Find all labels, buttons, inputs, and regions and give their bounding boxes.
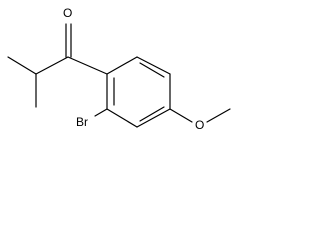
ring-bond-c2-c3 [106,108,138,128]
ring-inner-double-bottom [139,106,165,122]
ring-bond-c6-c1 [106,56,138,75]
bond-methyl-upper [7,56,37,75]
bromine-label: Br [76,115,88,129]
ring-inner-double-top [139,62,165,78]
ring-bond-c5-c6 [136,56,171,75]
bond-ring-to-bromine [94,108,108,117]
bond-ring-to-methoxy-oxygen [169,108,193,123]
carbonyl-oxygen-label: O [63,6,72,20]
bond-methoxy-oxygen-to-methyl [206,108,231,123]
chemical-structure-diagram: O Br O [7,6,231,132]
methoxy-oxygen-label: O [195,118,204,132]
bond-carbonyl-to-ring [67,56,108,75]
bond-isopropyl-to-carbonyl [35,56,69,75]
ring-bond-c3-c4 [136,108,171,128]
